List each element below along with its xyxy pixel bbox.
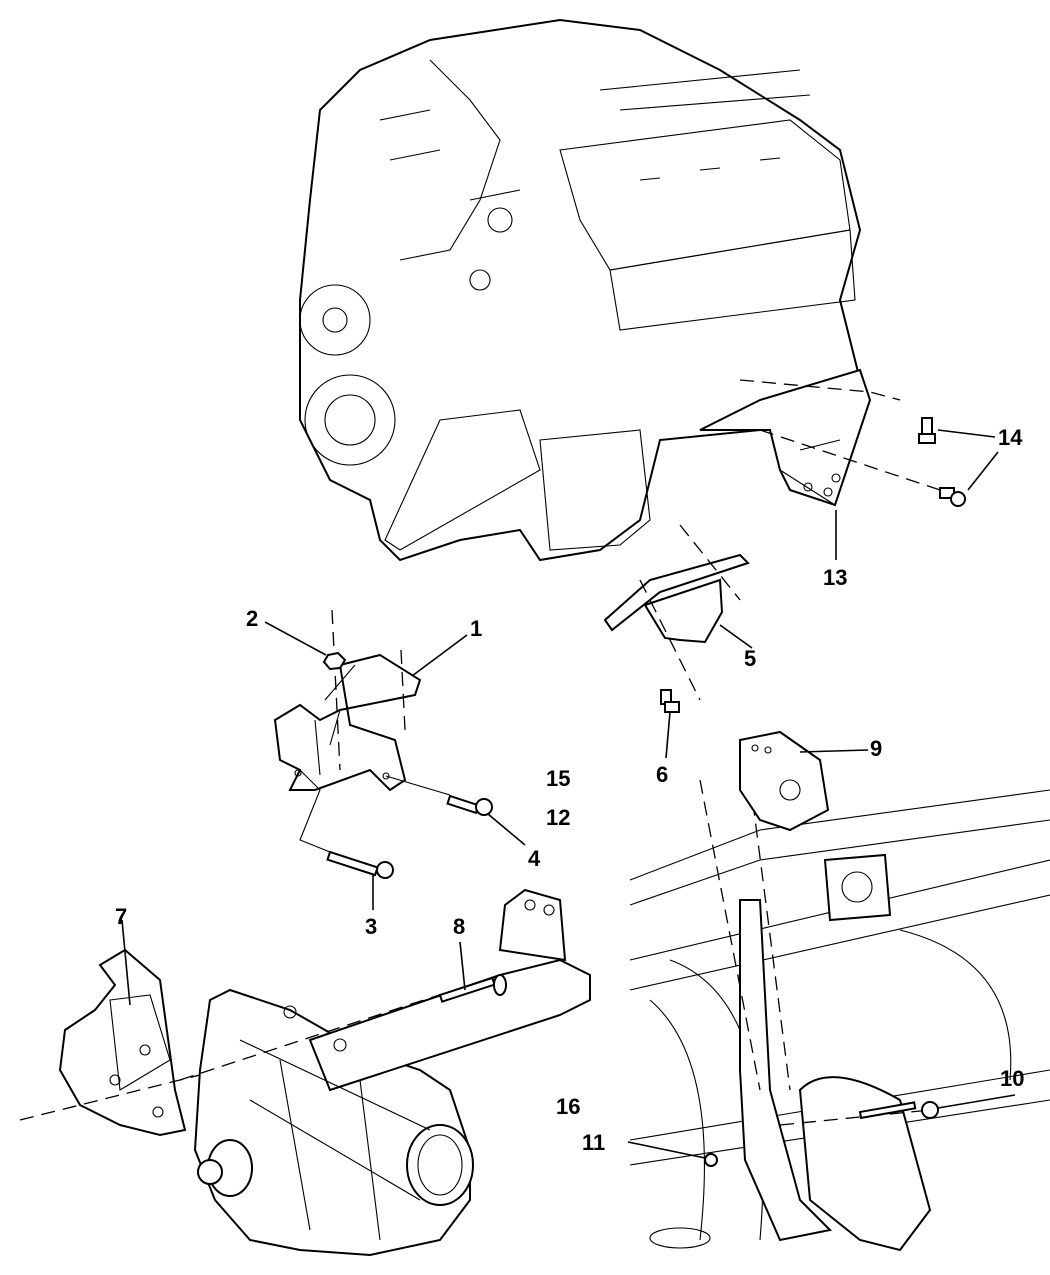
callout-15: 15 (546, 766, 570, 791)
callout-14: 14 (998, 425, 1023, 450)
engine-assembly (299, 18, 862, 562)
part-14-bolt-upper (918, 417, 936, 444)
callout-5: 5 (744, 646, 756, 671)
vehicle-frame (629, 779, 1050, 1252)
callout-12: 12 (546, 805, 570, 830)
callout-9: 9 (870, 736, 882, 761)
callout-8: 8 (453, 914, 465, 939)
part-2-nut (322, 651, 347, 671)
part-6-bolt (660, 689, 680, 713)
part-10-bolt (858, 1101, 939, 1120)
callout-3: 3 (365, 914, 377, 939)
part-9-mount (739, 730, 830, 832)
callout-4: 4 (528, 846, 541, 871)
callout-1: 1 (470, 616, 482, 641)
part-13-bracket (699, 368, 941, 507)
part-14-bolt-lower (939, 487, 966, 507)
front-axle-differential (179, 888, 591, 1257)
callout-13: 13 (823, 565, 847, 590)
part-4-bolt (385, 775, 493, 816)
leader-lines (121, 429, 1016, 1159)
callout-6: 6 (656, 762, 668, 787)
callout-7: 7 (115, 904, 127, 929)
callout-10: 10 (1000, 1066, 1024, 1091)
callout-labels: 2 1 3 4 15 12 5 6 13 14 9 7 8 16 11 10 (115, 425, 1024, 1155)
callout-11: 11 (582, 1130, 605, 1155)
part-1-bracket (273, 609, 422, 792)
part-3-bolt (299, 769, 394, 879)
part-5-engine-mount (603, 524, 750, 701)
part-11-nut (704, 1153, 718, 1167)
callout-16: 16 (556, 1094, 580, 1119)
callout-2: 2 (246, 606, 258, 631)
part-8-bolt (438, 974, 507, 1003)
